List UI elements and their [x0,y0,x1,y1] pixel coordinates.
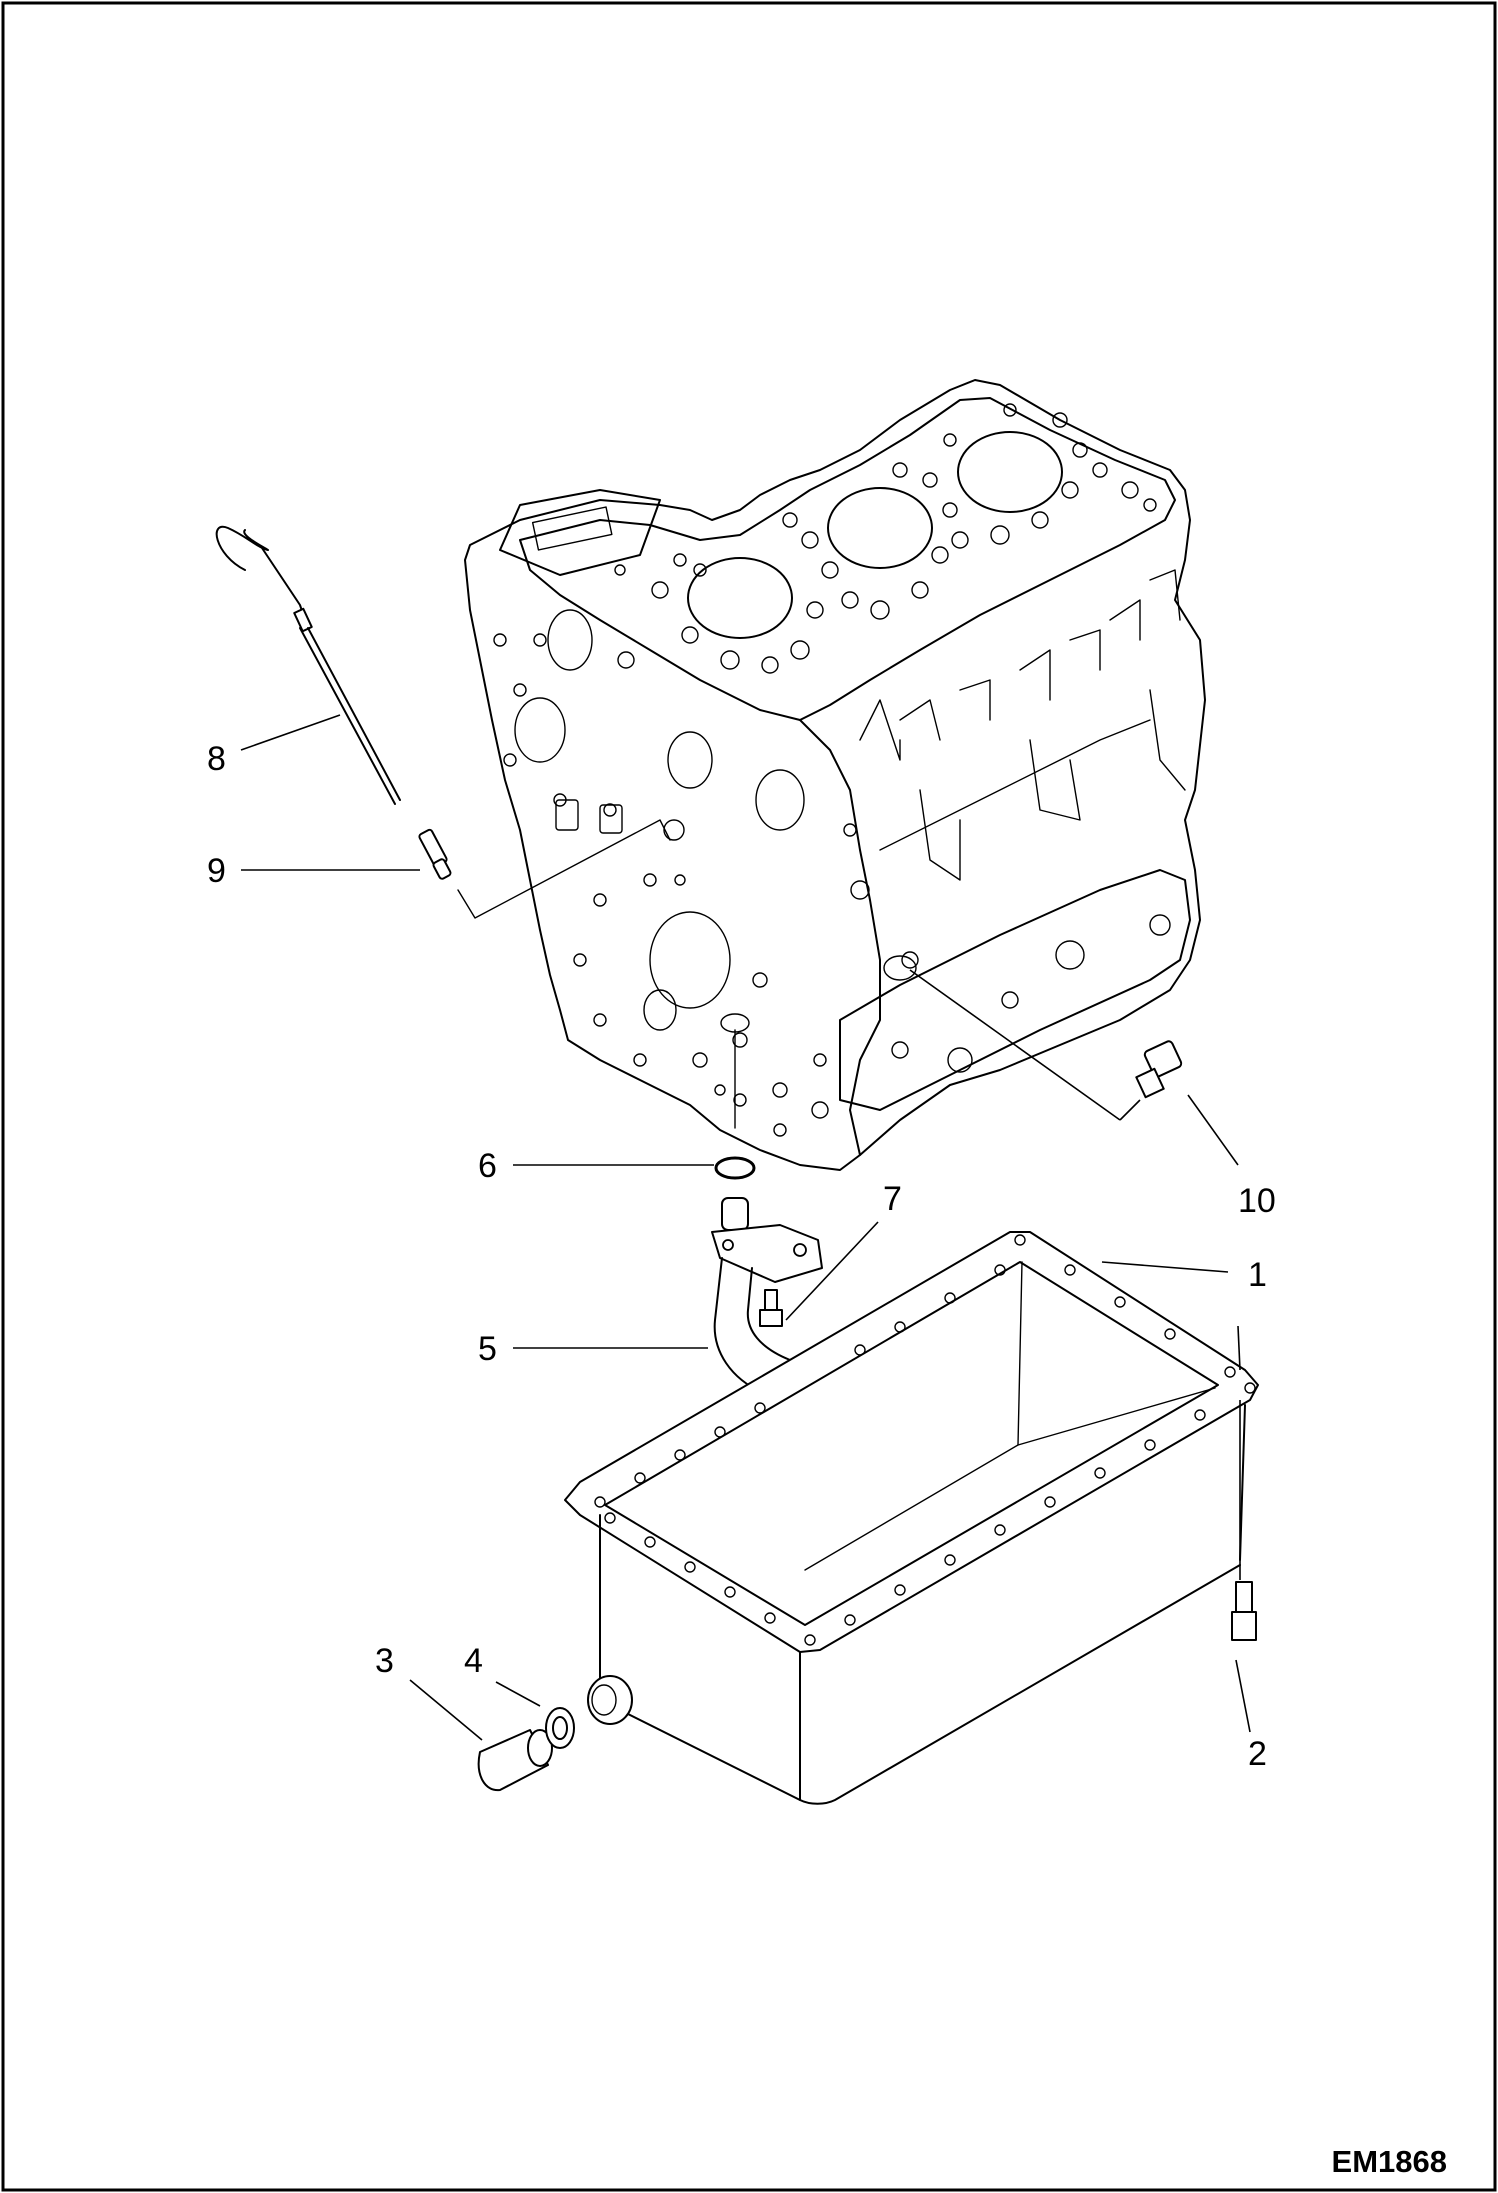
callout-2: 2 [1248,1735,1267,1773]
callout-6: 6 [478,1147,497,1185]
bolt-drawing [759,1289,783,1327]
gasket-drawing [545,1707,575,1749]
callout-3: 3 [375,1642,394,1680]
pan-bolt-drawing [1231,1581,1257,1641]
leader-lines [240,714,1251,1741]
o-ring [714,1156,756,1180]
callout-9: 9 [207,852,226,890]
oil-pan-drawing [564,1231,1259,1805]
callout-7: 7 [883,1180,902,1218]
callout-8: 8 [207,740,226,778]
dipstick-drawing [215,525,671,919]
callout-4: 4 [464,1642,483,1680]
callout-labels: 1 2 3 4 5 6 7 8 9 10 [207,740,1276,1773]
drawing-id: EM1868 [1332,2144,1447,2179]
callout-1: 1 [1248,1256,1267,1294]
engine-block-drawing [464,379,1206,1171]
drain-plug-drawing [477,1729,553,1792]
callout-5: 5 [478,1330,497,1368]
callout-10: 10 [1238,1182,1276,1220]
side-bolt-drawing [1135,1040,1183,1099]
